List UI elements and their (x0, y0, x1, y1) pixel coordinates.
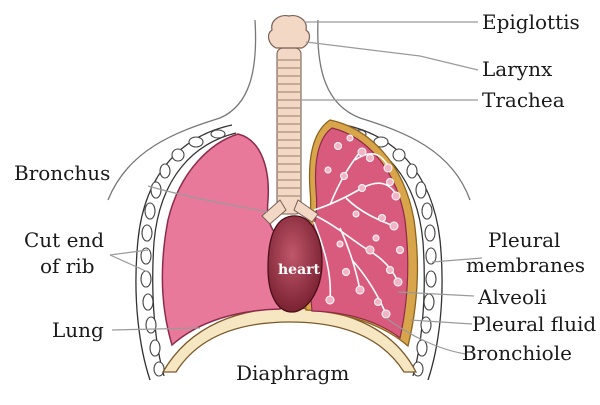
label-cut-end-of-rib-line1: Cut end (24, 228, 104, 252)
label-pleural-membranes-line1: Pleural (488, 228, 560, 252)
label-pleural-membranes-line2: membranes (466, 253, 585, 277)
leader-larynx (306, 42, 478, 70)
label-epiglottis: Epiglottis (482, 10, 580, 34)
leader-pleural-fluid (410, 320, 472, 324)
larynx-cap (269, 16, 310, 48)
label-bronchiole: Bronchiole (462, 341, 572, 365)
heart-label: heart (278, 262, 321, 278)
label-bronchus: Bronchus (14, 161, 110, 185)
trachea-tube (277, 48, 301, 214)
label-pleural-fluid: Pleural fluid (472, 312, 596, 336)
label-larynx: Larynx (482, 57, 553, 81)
label-alveoli: Alveoli (477, 285, 547, 309)
label-cut-end-of-rib-line2: of rib (40, 254, 95, 278)
label-trachea: Trachea (482, 88, 565, 112)
label-diaphragm: Diaphragm (236, 361, 349, 385)
label-lung: Lung (52, 318, 104, 342)
